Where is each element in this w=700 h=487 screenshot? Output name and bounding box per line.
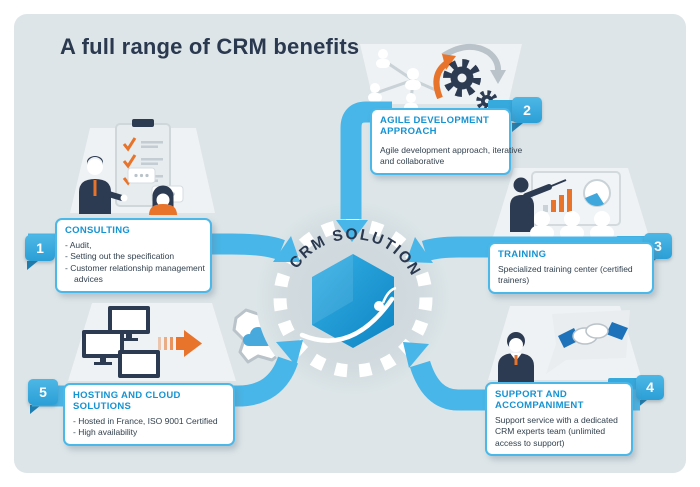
bar-chart-icon [543, 189, 572, 212]
section-box-hosting: HOSTING AND CLOUD SOLUTIONS - Hosted in … [63, 383, 235, 446]
section-line: - High availability [73, 427, 138, 438]
step-badge-1: 1 [25, 235, 55, 261]
consultant-man-icon [79, 156, 128, 214]
section-line: Agile development approach, iterative [380, 144, 523, 155]
section-title: TRAINING [498, 249, 547, 260]
grey-cycle-arrow-icon [441, 43, 506, 84]
section-line: Specialized training center (certified [498, 263, 633, 274]
section-box-agile: AGILE DEVELOPMENT APPROACH Agile develop… [370, 108, 523, 175]
support-illustration [498, 310, 630, 382]
pipes [28, 101, 650, 411]
pipe-3 [421, 236, 650, 262]
swoosh-icon [299, 296, 395, 343]
arrow-3-icon [406, 237, 433, 263]
section-line: access to support) [495, 437, 565, 448]
handshake-icon [558, 322, 628, 348]
section-line: advices [74, 274, 103, 285]
section-title: SUPPORT AND ACCOMPANIMENT [495, 389, 584, 411]
pipe-1 [28, 233, 285, 260]
pie-chart-icon [583, 179, 611, 207]
monitors-icon [82, 306, 160, 378]
audience-icon [530, 211, 614, 240]
step-badge-5: 5 [28, 379, 58, 405]
support-agent-icon [498, 332, 534, 382]
section-title: CONSULTING [65, 225, 131, 236]
arrow-5-icon [276, 340, 303, 366]
training-illustration [510, 171, 621, 240]
fold-5 [30, 405, 41, 414]
transfer-arrow-icon [158, 330, 202, 357]
pipe-arrowheads [273, 220, 433, 368]
fold-1 [27, 261, 38, 270]
arrow-2-icon [336, 220, 368, 242]
client-woman-icon [149, 185, 177, 215]
section-line: trainers) [498, 275, 530, 286]
section-title: AGILE DEVELOPMENT APPROACH [380, 115, 490, 137]
section-line: CRM experts team (unlimited [495, 426, 606, 437]
section-box-support: SUPPORT AND ACCOMPANIMENT Support servic… [485, 382, 633, 457]
section-line: - Audit, [65, 239, 92, 250]
arrow-1-icon [273, 236, 300, 262]
section-title: HOSTING AND CLOUD SOLUTIONS [73, 390, 181, 412]
page-title: A full range of CRM benefits [60, 34, 360, 59]
orange-cycle-arrow-icon [433, 54, 456, 100]
pipe-2 [340, 101, 392, 219]
step-badge-2: 2 [512, 97, 542, 123]
section-line: - Customer relationship management [65, 262, 205, 273]
section-line: - Hosted in France, ISO 9001 Certified [73, 415, 218, 426]
fold-2 [512, 123, 523, 132]
trainer-icon [510, 177, 567, 232]
pipe-4 [409, 360, 640, 411]
section-line: and collaborative [380, 156, 445, 167]
hexagon-logo [299, 254, 397, 348]
section-box-consulting: CONSULTING - Audit, - Setting out the sp… [55, 218, 212, 293]
section-box-training: TRAINING Specialized training center (ce… [488, 242, 654, 294]
section-line: - Setting out the specification [65, 251, 175, 262]
consulting-illustration [79, 119, 184, 215]
step-badge-4: 4 [636, 375, 664, 400]
arrow-4-icon [403, 342, 429, 368]
section-line: Support service with a dedicated [495, 414, 618, 425]
pipe-5 [32, 356, 298, 407]
